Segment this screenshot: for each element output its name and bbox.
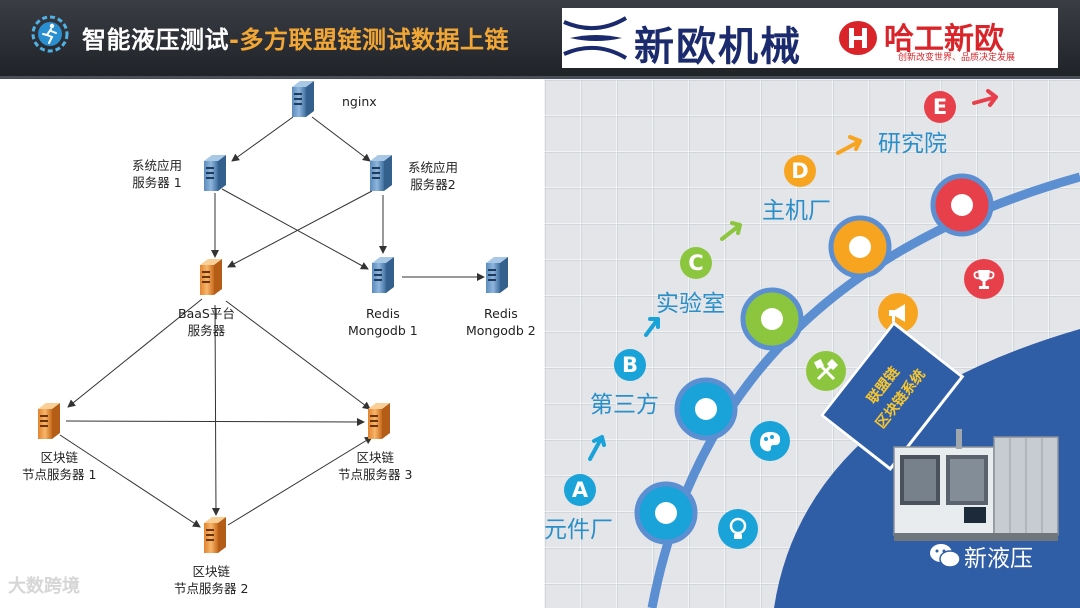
diagram-canvas xyxy=(38,81,508,553)
page-title: 智能液压测试-多方联盟链测试数据上链 xyxy=(82,26,509,54)
company-logo-text: 新欧机械 xyxy=(634,23,802,70)
stage-letter-d: D xyxy=(784,155,816,187)
diagram-connectors xyxy=(59,116,485,528)
node-label-baas-server: BaaS平台服务器 xyxy=(178,306,235,338)
hagong-logo-icon xyxy=(839,21,877,55)
step-arrows xyxy=(588,89,998,461)
wechat-icon xyxy=(930,544,961,568)
palette-icon xyxy=(750,421,790,461)
app-server-2-icon xyxy=(370,155,392,191)
source-watermark: 大数跨境 xyxy=(8,576,80,597)
chain-node-1-icon xyxy=(38,403,60,439)
stage-label-d: 主机厂 xyxy=(762,198,831,224)
node-label-chain-node-1: 区块链节点服务器 1 xyxy=(22,450,97,482)
arc-node-c xyxy=(740,287,804,351)
partner-slogan: 创新改变世界、品质决定发展 xyxy=(898,53,1016,63)
header-bar: 智能液压测试-多方联盟链测试数据上链 新欧机械 哈工新欧 创新改变世界、品质决定… xyxy=(0,0,1080,79)
baas-server-icon xyxy=(200,259,222,295)
network-diagram: nginx 系统应用服务器 1 系统应用服务器2 BaaS平台服务器 Redis… xyxy=(0,79,544,608)
node-label-chain-node-3: 区块链节点服务器 3 xyxy=(338,450,413,482)
megaphone-icon xyxy=(878,293,918,333)
redis-mongodb-1-icon xyxy=(372,257,394,293)
arc-node-a xyxy=(634,481,698,545)
chain-node-3-icon xyxy=(368,403,390,439)
xinou-logo-icon xyxy=(563,16,628,60)
trophy-icon xyxy=(964,259,1004,299)
node-label-nginx: nginx xyxy=(342,94,377,109)
redis-mongodb-2-icon xyxy=(486,257,508,293)
lightbulb-icon xyxy=(718,509,758,549)
stage-label-a: 元件厂 xyxy=(544,517,613,543)
progression-panel: A 元件厂 B 第三方 C 实验室 D 主机厂 E 研究院 联盟链区块链系统 xyxy=(544,79,1080,608)
node-label-chain-node-2: 区块链节点服务器 2 xyxy=(174,564,249,596)
brand-logo-strip: 新欧机械 哈工新欧 创新改变世界、品质决定发展 xyxy=(562,8,1058,70)
brand-tag-text: 新液压 xyxy=(964,546,1033,572)
header-divider xyxy=(0,76,1080,79)
arc-node-e xyxy=(930,173,994,237)
stage-letter-a: A xyxy=(564,474,596,506)
chain-node-2-icon xyxy=(204,517,226,553)
node-label-app-server-1: 系统应用服务器 1 xyxy=(132,158,183,190)
nginx-server-icon xyxy=(292,81,314,117)
stage-letter-e: E xyxy=(924,91,956,123)
runner-gear-icon xyxy=(31,15,69,53)
arc-node-d xyxy=(828,215,892,279)
stage-letter-b: B xyxy=(614,349,646,381)
partner-logo-text: 哈工新欧 xyxy=(884,22,1004,57)
stage-label-c: 实验室 xyxy=(656,291,725,317)
stage-label-b: 第三方 xyxy=(590,392,659,418)
stage-label-e: 研究院 xyxy=(878,131,947,157)
app-server-1-icon xyxy=(204,155,226,191)
hydraulic-test-machine-image xyxy=(893,429,1059,541)
tools-icon xyxy=(806,351,846,391)
node-label-app-server-2: 系统应用服务器2 xyxy=(408,160,459,192)
stage-letter-c: C xyxy=(680,247,712,279)
arc-node-b xyxy=(674,377,738,441)
